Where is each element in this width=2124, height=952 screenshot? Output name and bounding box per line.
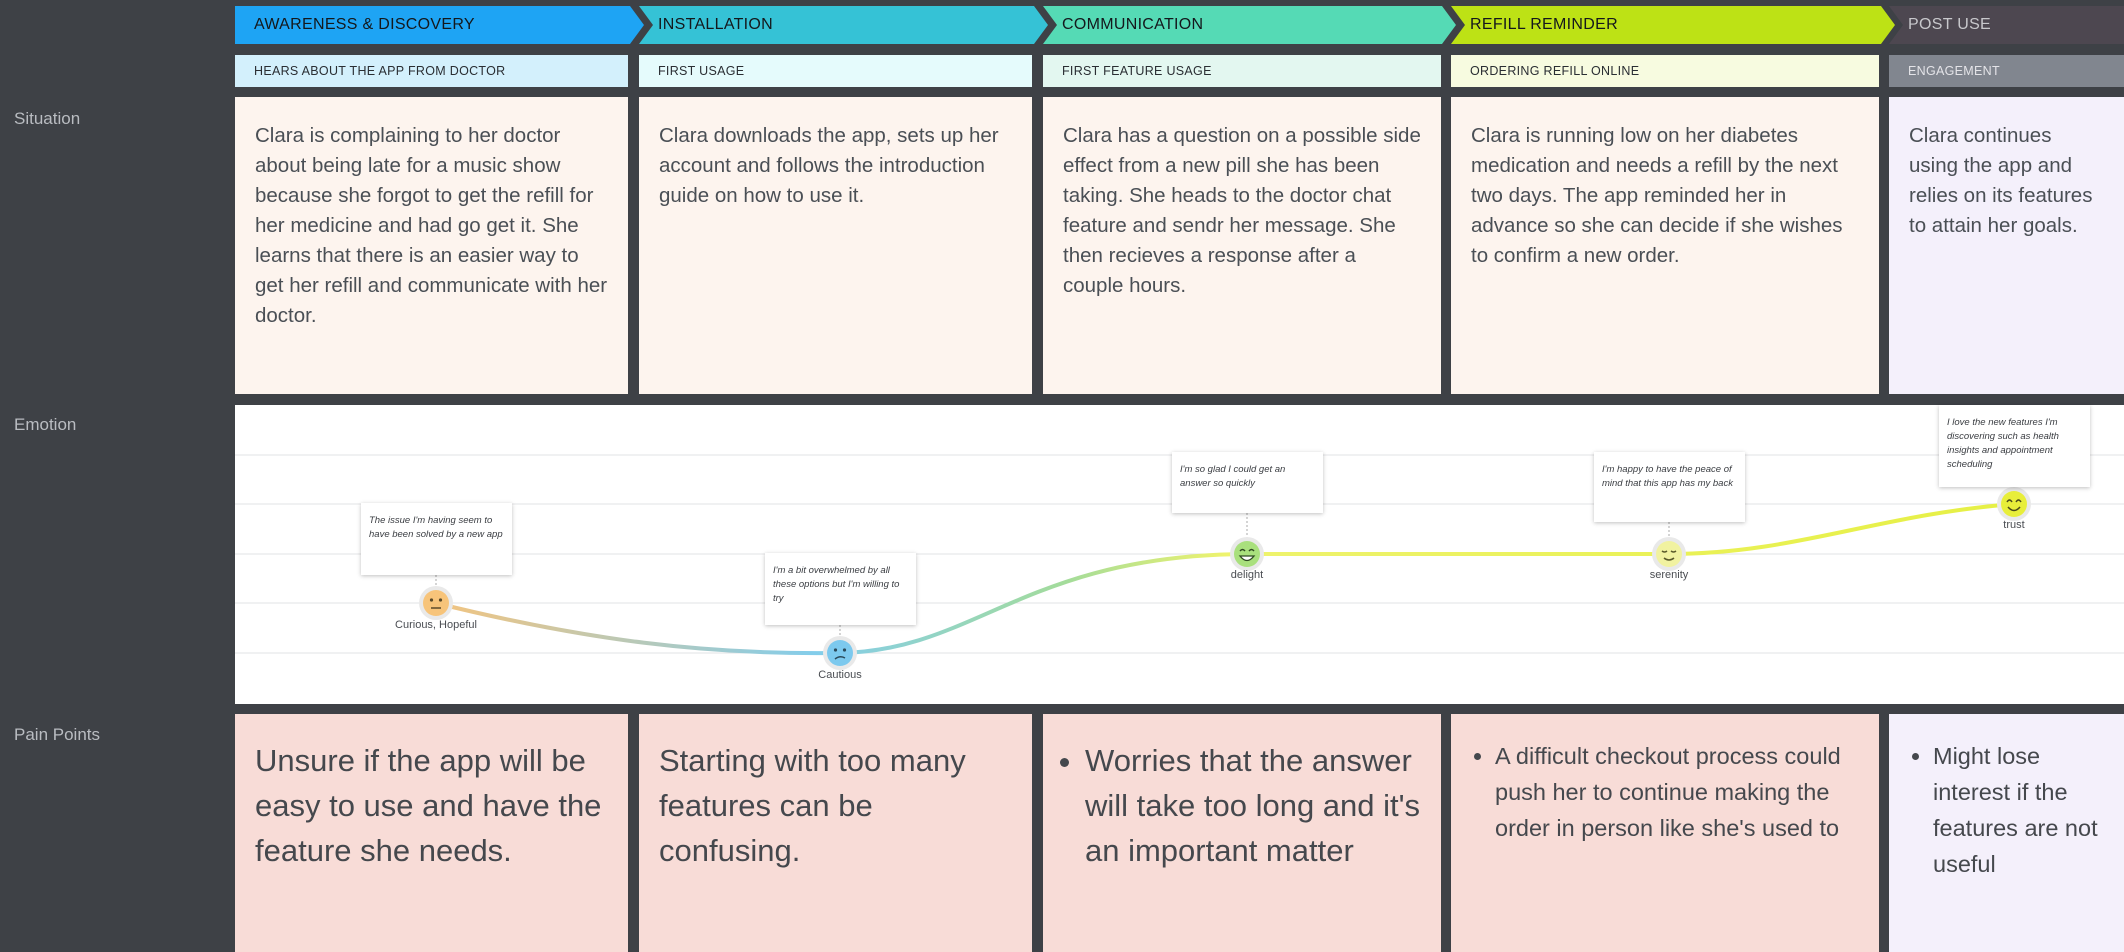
row-label-situation: Situation (14, 109, 81, 128)
pain-point-text: A difficult checkout process could push … (1495, 738, 1859, 846)
phase-header-communication: COMMUNICATION (1043, 6, 1456, 44)
emotion-label: serenity (1649, 569, 1689, 581)
grid-lines (235, 454, 2124, 654)
phase-header-post-use: POST USE (1889, 6, 2124, 44)
emotion-quote: The issue I'm having seem to have been s… (361, 503, 512, 575)
phase-header-awareness: AWARENESS & DISCOVERY (235, 6, 644, 44)
pain-point-text: Might lose interest if the features are … (1933, 738, 2110, 882)
phase-subtitle: FIRST FEATURE USAGE (1043, 55, 1441, 87)
pain-point-text: Starting with too many features can be c… (659, 743, 966, 868)
emotion-curve-line (435, 502, 2015, 656)
emotion-curve-graph (235, 454, 2124, 670)
emotion-label: trust (2003, 519, 2025, 531)
row-label-pain-points: Pain Points (14, 725, 100, 744)
emotion-label: delight (1230, 569, 1264, 581)
pain-point-card: Might lose interest if the features are … (1889, 714, 2124, 952)
phase-subtitle: FIRST USAGE (639, 55, 1032, 87)
row-label-emotion: Emotion (14, 415, 77, 434)
emotion-quote: I love the new features I'm discovering … (1939, 405, 2090, 487)
pain-point-list: Might lose interest if the features are … (1909, 738, 2110, 882)
situation-card: Clara is running low on her diabetes med… (1451, 97, 1879, 394)
pain-point-list: A difficult checkout process could push … (1471, 738, 1859, 846)
pain-point-card: A difficult checkout process could push … (1451, 714, 1879, 952)
neutral-face-icon (419, 586, 453, 620)
pain-point-text: Unsure if the app will be easy to use an… (255, 743, 602, 868)
emotion-label: Cautious (818, 669, 862, 681)
phase-header-refill-reminder: REFILL REMINDER (1451, 6, 1895, 44)
phase-subtitle: HEARS ABOUT THE APP FROM DOCTOR (235, 55, 628, 87)
emotion-quote: I'm so glad I could get an answer so qui… (1172, 452, 1323, 513)
situation-card: Clara is complaining to her doctor about… (235, 97, 628, 394)
emotion-quote: I'm a bit overwhelmed by all these optio… (765, 553, 916, 625)
phase-subtitle: ORDERING REFILL ONLINE (1451, 55, 1879, 87)
situation-card: Clara downloads the app, sets up her acc… (639, 97, 1032, 394)
phase-header-installation: INSTALLATION (639, 6, 1048, 44)
pain-point-text: Worries that the answer will take too lo… (1085, 738, 1421, 873)
worried-face-icon (823, 636, 857, 670)
pain-point-card: Unsure if the app will be easy to use an… (235, 714, 628, 952)
emotion-quote: I'm happy to have the peace of mind that… (1594, 452, 1745, 522)
phase-subtitle: ENGAGEMENT (1889, 55, 2124, 87)
pain-point-list: Worries that the answer will take too lo… (1063, 738, 1421, 873)
pain-point-card: Starting with too many features can be c… (639, 714, 1032, 952)
emotion-curve-panel: The issue I'm having seem to have been s… (235, 405, 2124, 704)
grinning-face-icon (1230, 537, 1264, 571)
emotion-label: Curious, Hopeful (395, 619, 477, 631)
situation-card: Clara continues using the app and relies… (1889, 97, 2124, 394)
situation-card: Clara has a question on a possible side … (1043, 97, 1441, 394)
smiling-face-icon (1997, 487, 2031, 521)
pain-point-card: Worries that the answer will take too lo… (1043, 714, 1441, 952)
calm-face-icon (1652, 537, 1686, 571)
